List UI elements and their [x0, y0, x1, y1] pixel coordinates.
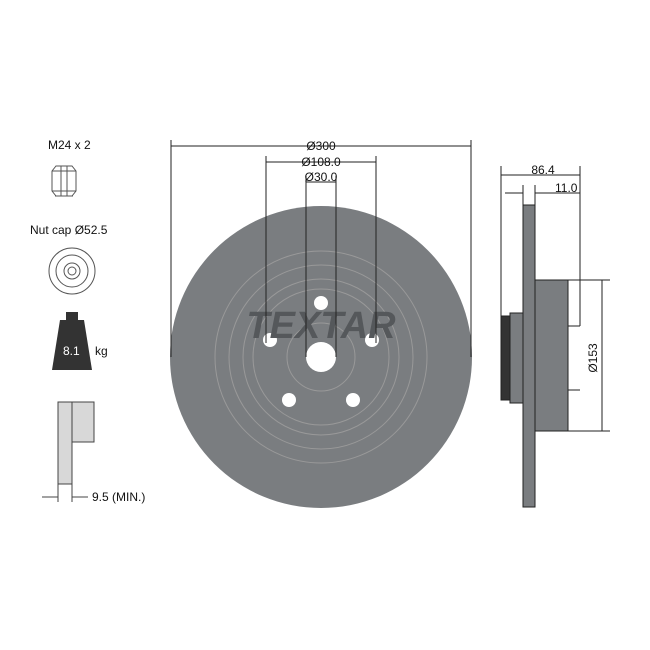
bolt-hole: [314, 296, 328, 310]
total-height-label: 86.4: [531, 163, 555, 177]
weight-value: 8.1: [63, 344, 80, 358]
pcd-diameter-label: Ø108.0: [301, 155, 341, 169]
hub-diameter-label: Ø153: [586, 343, 600, 373]
nut-icon: [51, 165, 77, 197]
disc-thickness-label: 11.0: [555, 181, 578, 195]
bolt-hole: [282, 393, 296, 407]
disc-side-flange: [509, 312, 524, 404]
weight-unit: kg: [95, 344, 108, 358]
disc-side-rotor: [522, 204, 536, 508]
disc-inner-ring: [214, 250, 428, 464]
bolt-label: M24 x 2: [48, 138, 91, 152]
nut-cap-label: Nut cap Ø52.5: [30, 223, 108, 237]
min-thickness-icon: [42, 401, 95, 502]
center-bore-hole: [306, 342, 336, 372]
front-dimension-lines: [170, 140, 472, 357]
disc-side-view: [500, 204, 580, 508]
disc-hub-inner: [286, 322, 356, 392]
disc-hub-mid: [252, 288, 390, 426]
disc-side-seal: [500, 315, 511, 401]
center-bore-label: Ø30.0: [305, 170, 338, 184]
outer-diameter-label: Ø300: [306, 139, 336, 153]
bolt-hole: [346, 393, 360, 407]
disc-side-hub: [534, 279, 569, 432]
min-thickness-label: 9.5 (MIN.): [92, 490, 145, 504]
disc-front-view: TEXTAR: [170, 206, 472, 508]
side-dimension-lines: [500, 166, 610, 432]
nut-cap-icon: [48, 247, 96, 295]
disc-hat-ring: [228, 264, 414, 450]
weight-icon: 8.1: [52, 312, 92, 370]
textar-logo: TEXTAR: [246, 305, 396, 347]
disc-hub-outer: [242, 278, 400, 436]
